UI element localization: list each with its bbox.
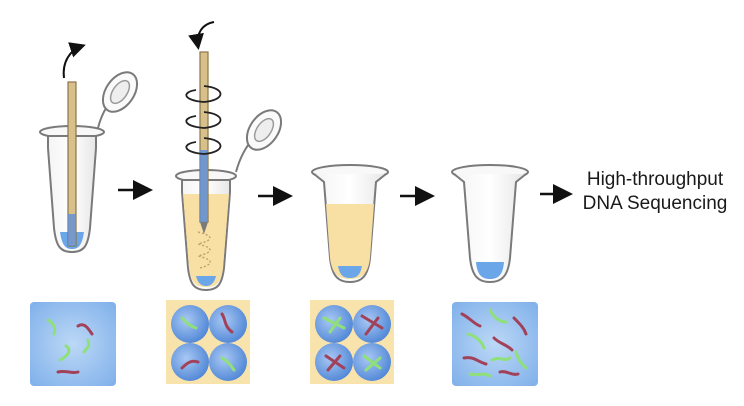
step-1-tube	[39, 42, 139, 254]
sequencing-label-line-1: High-throughput	[586, 169, 724, 190]
panel-4	[452, 302, 538, 386]
step-3-tube	[311, 164, 389, 284]
panel-3	[310, 300, 394, 384]
step-2-tube	[175, 21, 283, 292]
panel-1	[30, 302, 116, 386]
sequencing-label-line-2: DNA Sequencing	[582, 193, 728, 214]
panel-2	[166, 300, 250, 384]
step-4-tube	[451, 164, 529, 284]
sequencing-label: High-throughput DNA Sequencing	[572, 168, 738, 216]
